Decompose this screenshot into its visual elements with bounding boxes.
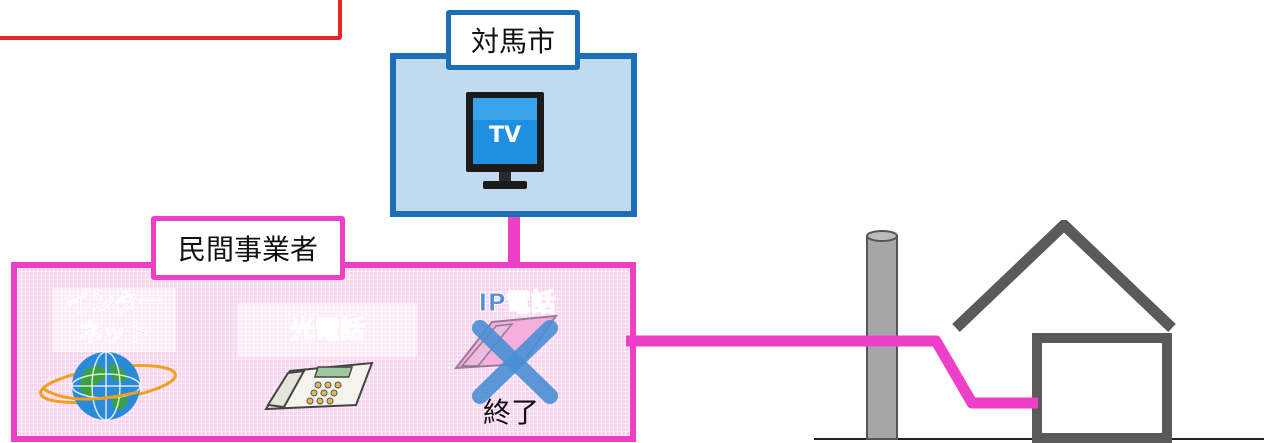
ip-label-text: IP電話 — [478, 288, 557, 318]
highlight-box-partial — [0, 0, 342, 40]
city-label: 対馬市 — [446, 10, 580, 70]
hikari-label-text: 光電話 — [289, 315, 365, 345]
ip-end-label: 終了 — [482, 396, 539, 429]
service-hikari-label: 光電話 — [238, 303, 417, 357]
business-label-text: 民間事業者 — [177, 233, 318, 266]
delivery-scene — [626, 220, 1264, 443]
internet-label-line1: インター — [66, 289, 163, 318]
internet-label-line2: ネット — [78, 319, 151, 348]
tv-icon: TV — [465, 90, 545, 192]
house-icon — [952, 220, 1176, 443]
service-internet-label: インター ネット — [52, 288, 176, 352]
phone-icon — [264, 355, 376, 413]
service-ip-label: IP電話 — [463, 285, 571, 321]
utility-pole-icon — [866, 230, 898, 440]
city-label-text: 対馬市 — [470, 25, 555, 58]
business-label: 民間事業者 — [151, 216, 345, 280]
globe-icon — [38, 344, 178, 424]
cross-icon — [472, 320, 558, 404]
connector-line-vertical — [508, 217, 520, 269]
fiber-cable-line — [626, 335, 1038, 409]
tv-label: TV — [489, 123, 521, 148]
